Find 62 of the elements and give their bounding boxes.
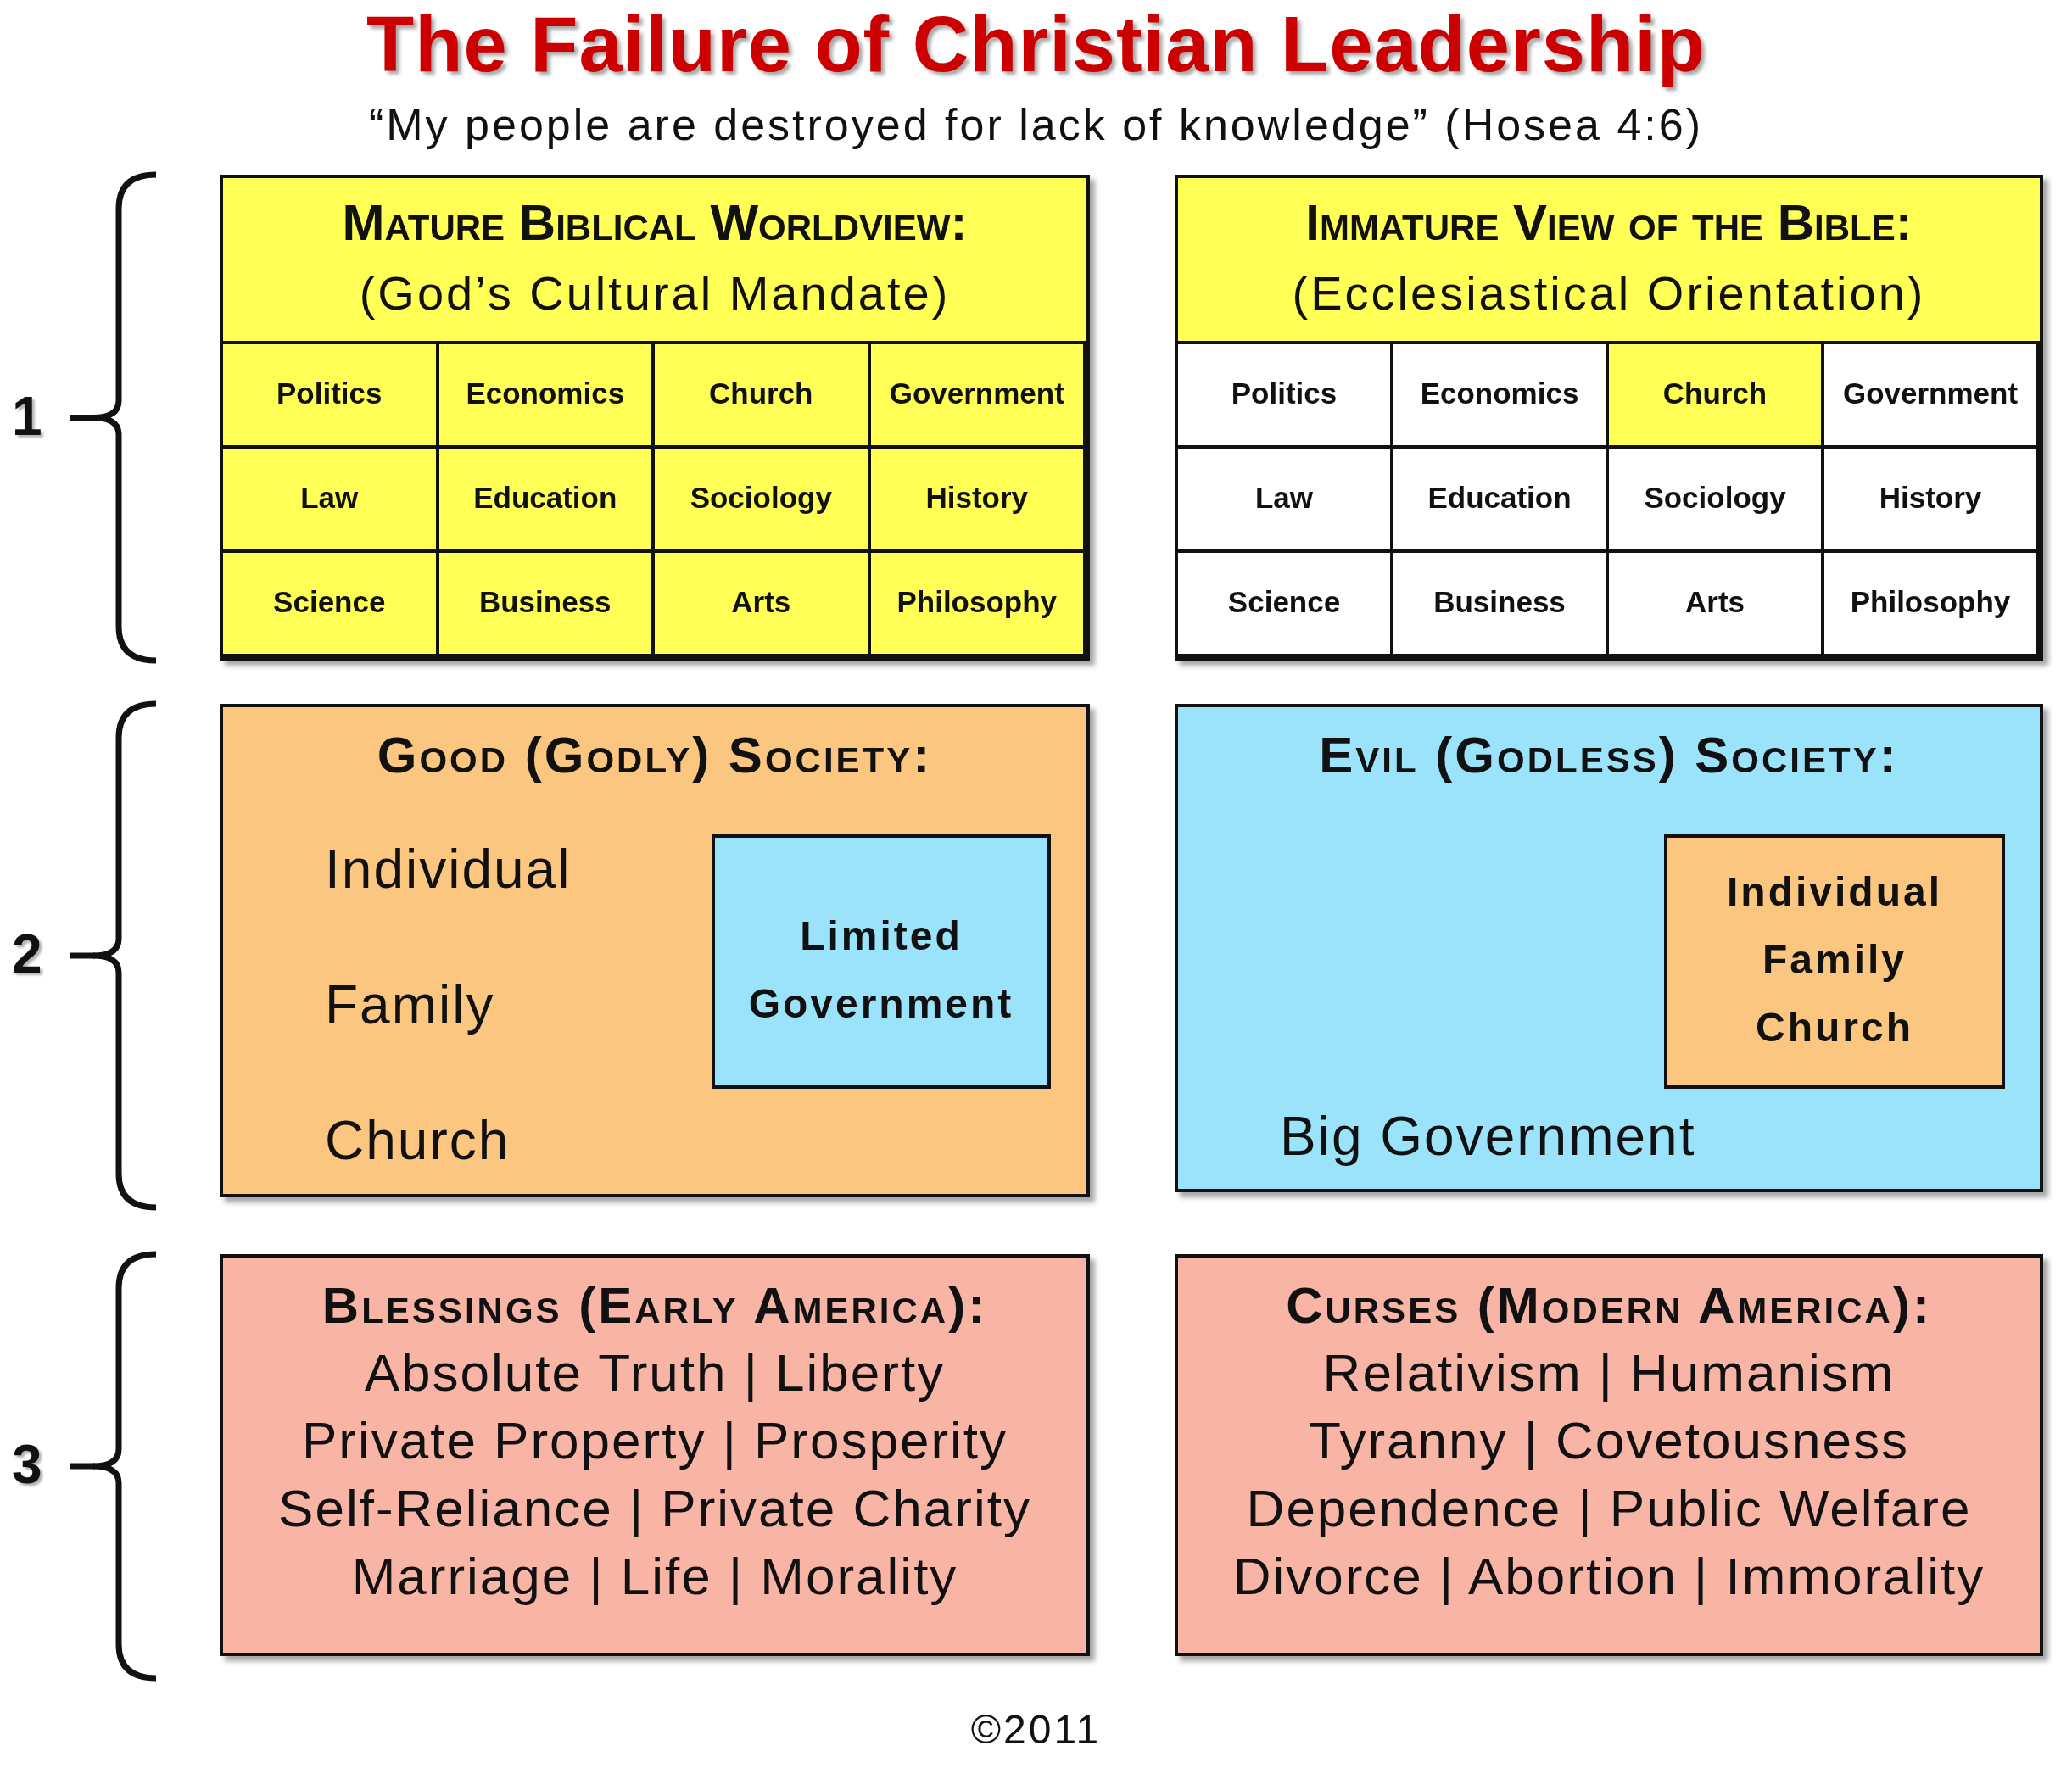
list-line: Absolute Truth | Liberty (363, 1342, 947, 1403)
heading: Good (Godly) Society: (376, 726, 934, 784)
cell-text: Philosophy (896, 584, 1058, 619)
cell-text: Business (1433, 584, 1567, 619)
society-member-text: Family (325, 974, 495, 1037)
cell-text: Sociology (689, 480, 833, 515)
worldview-box (1175, 175, 2043, 661)
cell-text: Politics (276, 376, 383, 410)
cell-text: Arts (730, 584, 792, 619)
list-line: Tyranny | Covetousness (1308, 1410, 1910, 1471)
cell-text: Economics (465, 376, 626, 410)
heading: Blessings (Early America): (321, 1276, 989, 1335)
inner-text: Limited Government (747, 912, 1015, 1028)
subheading: (Ecclesiastical Orientation) (1291, 266, 1927, 321)
inner-text: Family (1761, 936, 1908, 984)
society-box (1175, 704, 2043, 1192)
subheading: (God’s Cultural Mandate) (358, 266, 952, 321)
list-line: Divorce | Abortion | Immorality (1231, 1546, 1986, 1607)
cell-text: Business (478, 584, 612, 619)
title: The Failure of Christian Leadership (366, 0, 1706, 89)
heading: Curses (Modern America): (1285, 1276, 1933, 1335)
society-member-text: Individual (325, 839, 572, 901)
row-number: 3 (12, 1434, 42, 1497)
list-box (220, 1254, 1090, 1656)
cell-text: History (1878, 480, 1983, 515)
cell-text: Philosophy (1849, 584, 2012, 619)
list-line: Marriage | Life | Morality (350, 1546, 959, 1607)
society-member-text: Big Government (1280, 1106, 1696, 1168)
cell-text: Church (1662, 376, 1768, 410)
cell-text: Education (472, 480, 618, 515)
cell-text: Education (1427, 480, 1572, 515)
society-box (220, 704, 1090, 1197)
cell-text: Sociology (1643, 480, 1787, 515)
row-number: 1 (12, 385, 42, 449)
heading: Immature View of the Bible: (1304, 193, 1913, 252)
cell-text: Church (708, 376, 814, 410)
cell-text: History (924, 480, 1030, 515)
society-member-text: Church (325, 1110, 511, 1173)
inner-text: Church (1755, 1004, 1914, 1051)
cell-text: Politics (1230, 376, 1338, 410)
list-box (1175, 1254, 2043, 1656)
copyright-note: ©2011 (969, 1706, 1103, 1754)
row-number: 2 (12, 923, 42, 986)
cell-text: Science (1226, 584, 1342, 619)
cell-text: Arts (1684, 584, 1745, 619)
cell-text: Government (1841, 376, 2019, 410)
heading: Evil (Godless) Society: (1318, 726, 1900, 784)
inner-box (712, 834, 1051, 1089)
cell-text: Science (272, 584, 387, 619)
cell-text: Law (1254, 480, 1315, 515)
list-line: Dependence | Public Welfare (1245, 1478, 1973, 1539)
subtitle: “My people are destroyed for lack of knowledge” (Hosea 4:6) (368, 100, 1704, 151)
inner-text: Individual (1726, 868, 1943, 916)
cell-text: Economics (1419, 376, 1580, 410)
worldview-box (220, 175, 1090, 661)
list-line: Private Property | Prosperity (300, 1410, 1009, 1471)
inner-box (1664, 834, 2005, 1089)
heading: Mature Biblical Worldview: (341, 193, 969, 252)
list-line: Relativism | Humanism (1321, 1342, 1896, 1403)
cell-text: Government (888, 376, 1065, 410)
list-line: Self-Reliance | Private Charity (277, 1478, 1032, 1539)
cell-text: Law (299, 480, 360, 515)
